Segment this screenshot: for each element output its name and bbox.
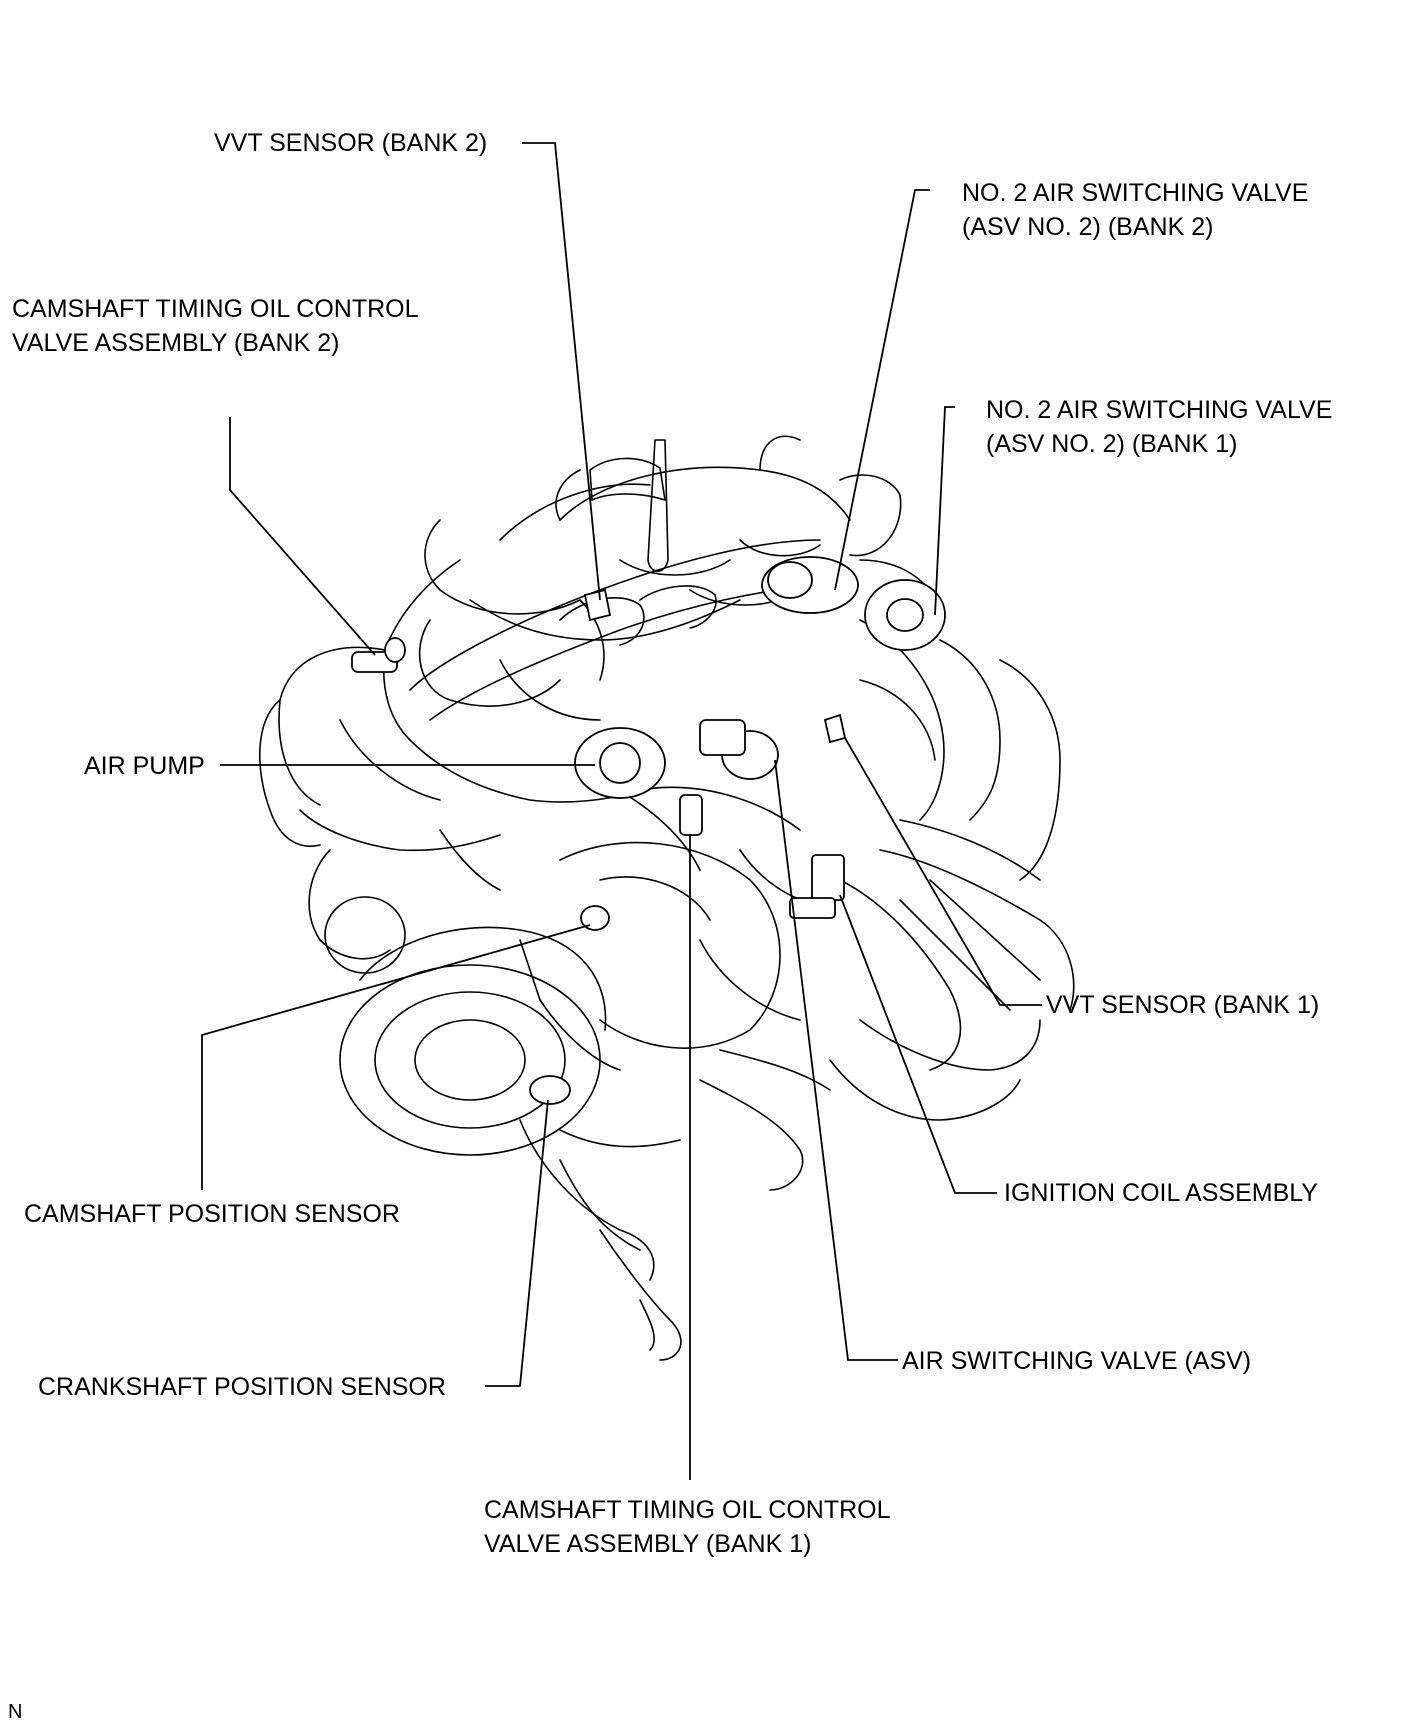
leader-vvt-bank1 [844,737,1042,1006]
leader-ignition-coil [839,894,997,1194]
leader-asv2-bank1 [934,406,955,616]
leader-vvt-bank2 [522,142,601,601]
label-no2-asv-bank2: NO. 2 AIR SWITCHING VALVE (ASV NO. 2) (B… [962,179,1309,241]
label-no2-asv-bank1: NO. 2 AIR SWITCHING VALVE (ASV NO. 2) (B… [986,396,1333,458]
label-vvt-sensor-bank2: VVT SENSOR (BANK 2) [214,129,488,157]
engine-outline [258,435,1075,1361]
leader-asv [774,759,898,1361]
label-crankshaft-position-sensor: CRANKSHAFT POSITION SENSOR [38,1373,446,1401]
leader-camshaft-position [201,924,591,1190]
label-camshaft-ocv-bank2: CAMSHAFT TIMING OIL CONTROL VALVE ASSEMB… [12,295,419,357]
leader-lines [201,142,1042,1480]
leader-ocv-bank2 [229,417,376,656]
leader-crankshaft-position [485,1099,549,1387]
label-vvt-sensor-bank1: VVT SENSOR (BANK 1) [1046,991,1320,1019]
label-camshaft-position-sensor: CAMSHAFT POSITION SENSOR [24,1200,400,1228]
label-ignition-coil-assembly: IGNITION COIL ASSEMBLY [1004,1179,1318,1207]
corner-mark: N [8,1701,23,1723]
component-parts [351,556,946,1105]
label-air-pump: AIR PUMP [84,752,205,780]
leader-asv2-bank2 [834,189,930,591]
label-camshaft-ocv-bank1: CAMSHAFT TIMING OIL CONTROL VALVE ASSEMB… [484,1496,891,1558]
label-air-switching-valve: AIR SWITCHING VALVE (ASV) [902,1347,1252,1375]
